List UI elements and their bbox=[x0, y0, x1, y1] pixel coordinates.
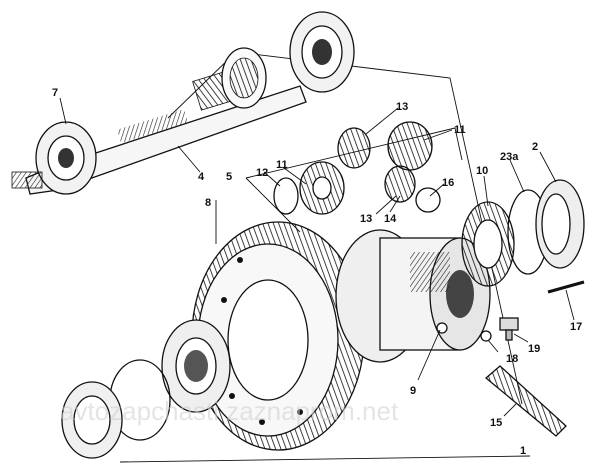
label-13-bottom: 13 bbox=[360, 213, 372, 225]
label-8: 8 bbox=[205, 197, 211, 209]
label-4: 4 bbox=[198, 171, 205, 183]
differential-gears bbox=[299, 121, 441, 215]
thrust-washer bbox=[273, 177, 299, 215]
label-12: 12 bbox=[256, 167, 268, 179]
lock-pin bbox=[547, 280, 585, 294]
watermark: avtozapchasti zaznaprom.net bbox=[60, 396, 399, 426]
label-14: 14 bbox=[384, 213, 397, 225]
label-18: 18 bbox=[506, 353, 518, 365]
speedo-drive-gear bbox=[484, 365, 567, 437]
differential-case bbox=[335, 229, 491, 363]
bearing-cup bbox=[535, 179, 585, 269]
label-7: 7 bbox=[52, 87, 58, 99]
label-11-left: 11 bbox=[276, 159, 288, 171]
label-16: 16 bbox=[442, 177, 454, 189]
label-17: 17 bbox=[570, 321, 582, 333]
ring-gear bbox=[191, 221, 365, 451]
leader-lines bbox=[59, 97, 575, 417]
label-2: 2 bbox=[532, 141, 538, 153]
label-5: 5 bbox=[226, 171, 232, 183]
label-10: 10 bbox=[476, 165, 488, 177]
label-13-top: 13 bbox=[396, 101, 408, 113]
input-shaft-assembly bbox=[11, 11, 355, 195]
label-15: 15 bbox=[490, 417, 502, 429]
label-23a: 23a bbox=[500, 151, 519, 163]
bolt bbox=[499, 317, 519, 341]
case-bearing bbox=[461, 201, 515, 287]
label-19: 19 bbox=[528, 343, 540, 355]
label-11-right: 11 bbox=[454, 124, 466, 136]
left-side-bearing bbox=[161, 319, 231, 413]
label-9: 9 bbox=[410, 385, 416, 397]
lock-washer bbox=[480, 330, 492, 342]
pinion-washer bbox=[436, 322, 448, 334]
label-1: 1 bbox=[520, 445, 526, 457]
oil-seal bbox=[61, 381, 123, 459]
